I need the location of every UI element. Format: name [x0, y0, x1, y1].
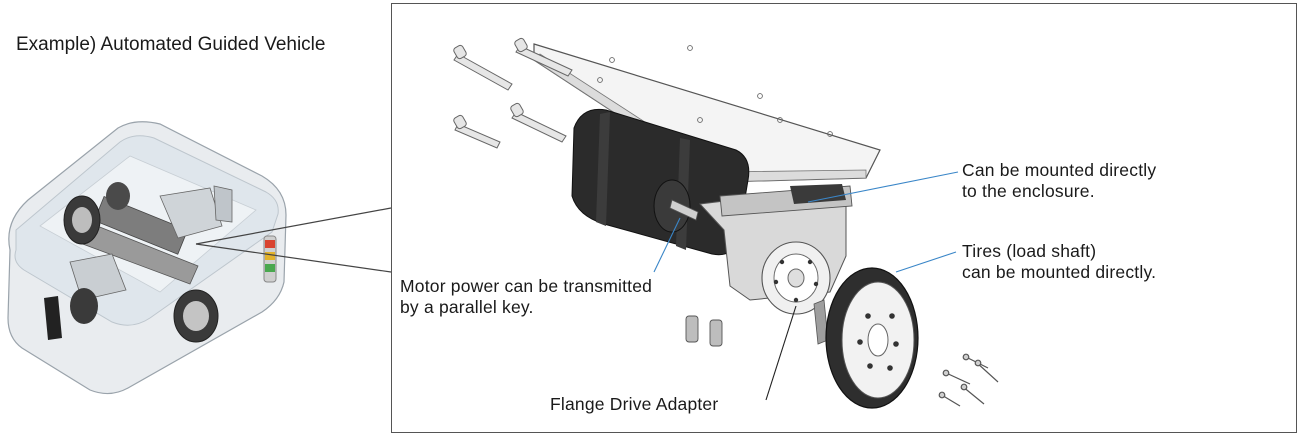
leader-line-enclosure	[807, 171, 959, 203]
leader-line-flange	[765, 305, 797, 401]
detail-frame	[391, 3, 1297, 433]
callout-tire-mount: Tires (load shaft) can be mounted direct…	[962, 241, 1157, 282]
callout-motor-key: Motor power can be transmitted by a para…	[400, 276, 653, 317]
page-title: Example) Automated Guided Vehicle	[16, 34, 326, 55]
leader-line-motor	[653, 217, 681, 273]
exploded-view-illustration	[453, 37, 999, 409]
leader-line-tires	[895, 251, 957, 273]
callout-enclosure-mount: Can be mounted directly to the enclosure…	[962, 160, 1157, 201]
callout-flange-drive-adapter: Flange Drive Adapter	[550, 394, 719, 414]
agv-overview-illustration	[7, 121, 287, 395]
